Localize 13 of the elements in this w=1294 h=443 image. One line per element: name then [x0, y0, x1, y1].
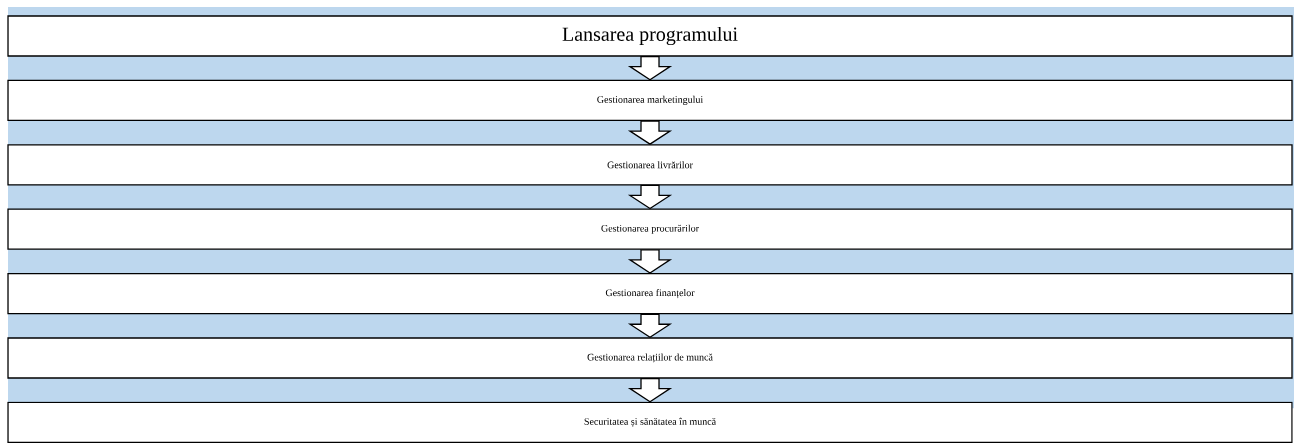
block-arrow [627, 120, 673, 145]
process-box: Gestionarea livrărilor [7, 144, 1293, 186]
process-box: Gestionarea marketingului [7, 79, 1293, 122]
process-box: Securitatea și sănătatea în muncă [7, 401, 1293, 443]
process-box: Lansarea programului [7, 15, 1293, 57]
block-arrow [627, 184, 673, 210]
process-box: Gestionarea finanțelor [7, 272, 1293, 315]
block-arrow [627, 56, 673, 81]
process-box: Gestionarea procurărilor [7, 208, 1293, 250]
block-arrow [627, 249, 673, 274]
block-arrow [627, 378, 673, 403]
process-box: Gestionarea relațiilor de muncă [7, 337, 1293, 379]
block-arrow [627, 313, 673, 339]
